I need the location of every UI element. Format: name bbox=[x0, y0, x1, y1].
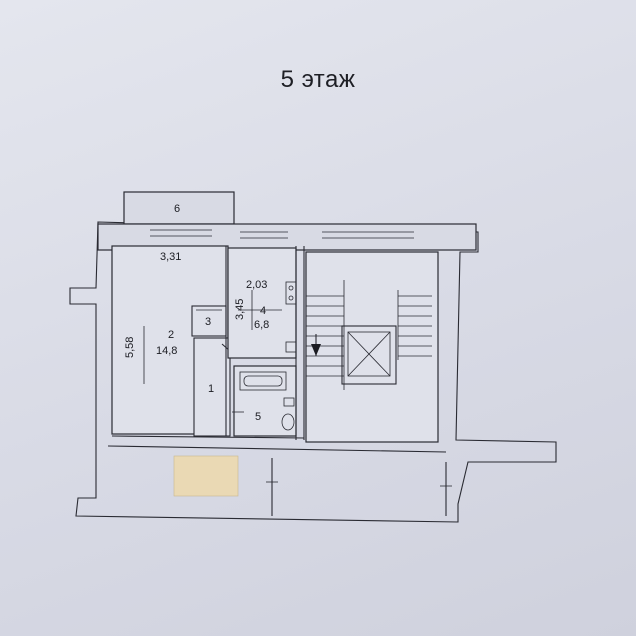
room-6-dimension: 3,31 bbox=[160, 251, 181, 263]
bathroom bbox=[232, 365, 297, 437]
room-4-area: 6,8 bbox=[254, 319, 269, 331]
interior-walls bbox=[107, 246, 447, 453]
room-3-number: 3 bbox=[205, 316, 211, 328]
room-1-number: 1 bbox=[208, 383, 214, 395]
room-2-number: 2 bbox=[168, 329, 174, 341]
room-4-number: 4 bbox=[260, 305, 266, 317]
floor-title: 5 этаж bbox=[280, 66, 356, 93]
room-5-number: 5 bbox=[255, 411, 261, 423]
staircase bbox=[305, 251, 439, 443]
room-4-length: 3,45 bbox=[234, 299, 246, 320]
dimension-ticks bbox=[143, 245, 282, 384]
kitchen bbox=[227, 247, 297, 359]
tape-sticker bbox=[173, 455, 239, 497]
pantry bbox=[191, 305, 227, 337]
room-6-number: 6 bbox=[174, 203, 180, 215]
corridor bbox=[266, 458, 452, 516]
room-2-dimension: 5,58 bbox=[124, 337, 136, 358]
room-4-width: 2,03 bbox=[246, 279, 267, 291]
elevator-shaft bbox=[341, 325, 397, 385]
building-outline bbox=[69, 221, 557, 523]
hallway bbox=[193, 337, 239, 437]
room-2-area: 14,8 bbox=[156, 345, 177, 357]
